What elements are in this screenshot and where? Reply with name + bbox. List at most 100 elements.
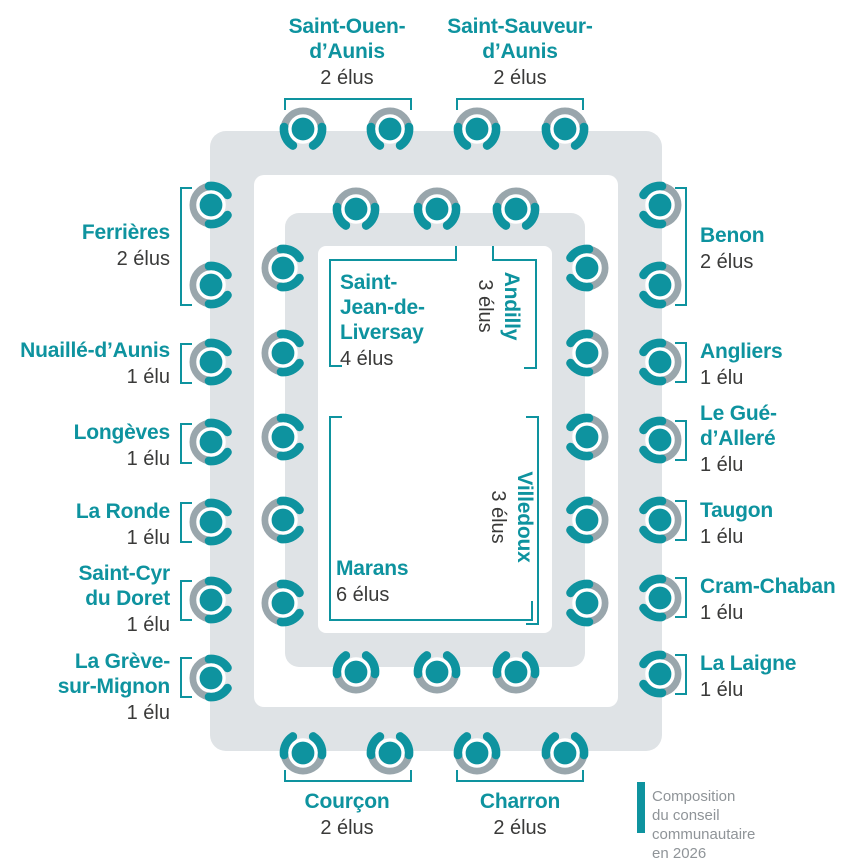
commune-name: Le Gué- [700, 402, 777, 425]
commune-count: 1 élu [700, 679, 744, 701]
caption-line-2: communautaire en 2026 [652, 826, 756, 862]
label-marans: Marans 6 élus [336, 556, 409, 608]
commune-count: 1 élu [700, 526, 744, 548]
seat-icon-andilly-1 [485, 178, 547, 240]
seat-icon-villedoux-3 [556, 572, 618, 634]
label-nuaille-daunis: Nuaillé-d’Aunis 1 élu [20, 338, 170, 390]
commune-count: 1 élu [700, 367, 744, 389]
seat-icon-saint-ouen-daunis-2 [359, 98, 421, 160]
commune-name: sur-Mignon [57, 675, 171, 698]
commune-name: Nuaillé-d’Aunis [20, 339, 170, 362]
commune-count: 2 élus [700, 251, 754, 273]
commune-name: du Doret [85, 587, 170, 610]
seat-icon-villedoux-2 [556, 489, 618, 551]
commune-count: 1 élu [126, 614, 170, 636]
commune-count: 3 élus [474, 279, 496, 333]
label-la-laigne: La Laigne 1 élu [700, 651, 796, 703]
label-ferrieres: Ferrières 2 élus [82, 220, 170, 272]
seat-icon-la-laigne-1 [629, 643, 691, 705]
commune-name: La Ronde [75, 500, 170, 523]
commune-name: Andilly [500, 271, 523, 341]
commune-name: Courçon [304, 790, 390, 813]
commune-name: Saint-Sauveur- [447, 15, 593, 38]
seat-icon-longeves-1 [180, 411, 242, 473]
commune-name: d’Aunis [309, 40, 385, 63]
seat-icon-courcon-1 [272, 722, 334, 784]
commune-name: Liversay [340, 321, 424, 344]
commune-name: Jean-de- [340, 296, 425, 319]
commune-count: 1 élu [126, 527, 170, 549]
commune-count: 6 élus [336, 584, 390, 606]
commune-name: Saint- [340, 271, 398, 294]
caption-text: Composition du conseil communautaire en … [652, 787, 755, 863]
commune-name: Saint-Ouen- [288, 15, 406, 38]
seat-icon-benon-1 [629, 174, 691, 236]
label-angliers: Angliers 1 élu [700, 339, 783, 391]
seat-icon-saint-sauveur-daunis-2 [534, 98, 596, 160]
commune-name: Longèves [73, 421, 171, 444]
seat-icon-cram-chaban-1 [629, 567, 691, 629]
commune-name: Charron [479, 790, 561, 813]
label-longeves: Longèves 1 élu [73, 420, 171, 472]
seat-icon-benon-2 [629, 254, 691, 316]
seat-icon-marans-6 [485, 641, 547, 703]
seat-icon-courcon-2 [359, 722, 421, 784]
seat-icon-ferrieres-1 [180, 174, 242, 236]
seat-icon-saint-jean-de-liversay-4 [252, 322, 314, 384]
label-le-gue-dallere: Le Gué-d’Alleré 1 élu [700, 401, 777, 478]
seat-icon-angliers-1 [629, 331, 691, 393]
caption-line-1: Composition du conseil [652, 788, 736, 824]
seat-icon-andilly-3 [556, 322, 618, 384]
seat-icon-la-ronde-1 [180, 491, 242, 553]
seat-icon-marans-3 [252, 572, 314, 634]
seat-icon-marans-2 [252, 489, 314, 551]
commune-name: d’Alleré [700, 427, 776, 450]
seat-icon-charron-2 [534, 722, 596, 784]
commune-count: 1 élu [126, 448, 170, 470]
seat-icon-la-greve-sur-mignon-1 [180, 647, 242, 709]
commune-name: d’Aunis [482, 40, 558, 63]
seat-icon-saint-ouen-daunis-1 [272, 98, 334, 160]
commune-name: Ferrières [81, 221, 170, 244]
seat-icon-marans-1 [252, 406, 314, 468]
seat-icon-andilly-2 [556, 237, 618, 299]
commune-count: 2 élus [493, 67, 547, 89]
label-saint-sauveur-daunis: Saint-Sauveur-d’Aunis 2 élus [447, 14, 593, 91]
commune-name: Marans [336, 557, 409, 580]
commune-name: La Laigne [700, 652, 797, 675]
label-cram-chaban: Cram-Chaban 1 élu [700, 574, 836, 626]
commune-count: 4 élus [340, 348, 394, 370]
label-taugon: Taugon 1 élu [700, 498, 773, 550]
commune-name: Taugon [700, 499, 774, 522]
label-la-ronde: La Ronde 1 élu [76, 499, 170, 551]
commune-name: Saint-Cyr [78, 562, 170, 585]
commune-count: 1 élu [700, 454, 744, 476]
commune-count: 2 élus [320, 817, 374, 839]
commune-count: 2 élus [116, 248, 170, 270]
commune-count: 1 élu [126, 366, 170, 388]
label-saint-jean-de-liversay: Saint-Jean-de-Liversay 4 élus [340, 270, 425, 372]
seat-icon-saint-sauveur-daunis-1 [446, 98, 508, 160]
seat-icon-charron-1 [446, 722, 508, 784]
commune-name: La Grève- [74, 650, 170, 673]
commune-count: 3 élus [487, 490, 509, 544]
commune-name: Angliers [700, 340, 783, 363]
caption-accent-bar [637, 782, 645, 833]
commune-count: 1 élu [700, 602, 744, 624]
seat-icon-taugon-1 [629, 489, 691, 551]
inner-table-ring [285, 213, 585, 667]
seat-icon-villedoux-1 [556, 406, 618, 468]
commune-name: Cram-Chaban [700, 575, 836, 598]
commune-count: 2 élus [320, 67, 374, 89]
commune-name: Villedoux [513, 471, 536, 563]
seat-icon-nuaille-daunis-1 [180, 331, 242, 393]
seat-icon-marans-5 [406, 641, 468, 703]
seat-icon-ferrieres-2 [180, 254, 242, 316]
